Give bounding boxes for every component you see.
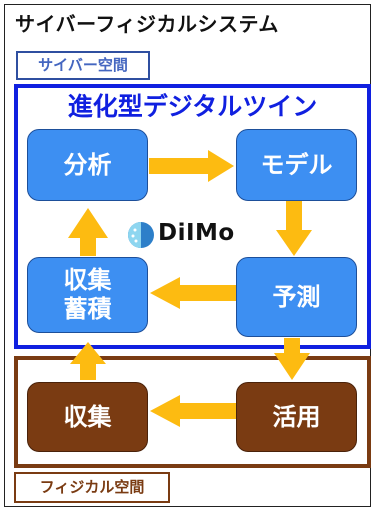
collect-label: 収集 bbox=[63, 402, 112, 431]
utilize-label: 活用 bbox=[272, 402, 321, 431]
arrow-utilize-to-collect bbox=[150, 395, 236, 427]
arrow-analysis-to-model bbox=[149, 150, 234, 182]
digital-twin-frame bbox=[14, 84, 371, 349]
arrow-model-to-predict bbox=[276, 200, 312, 256]
predict-box: 予測 bbox=[236, 257, 357, 337]
collect-accumulate-label: 収集 蓄積 bbox=[63, 266, 112, 323]
physical-space-frame bbox=[14, 356, 371, 468]
model-label: モデル bbox=[260, 150, 333, 179]
arrow-collect-to-accumulate bbox=[70, 342, 106, 380]
dimo-logo-text: DiIMo bbox=[158, 220, 235, 246]
analysis-box: 分析 bbox=[27, 129, 148, 201]
page-title: サイバーフィジカルシステム bbox=[15, 12, 279, 36]
digital-twin-title: 進化型デジタルツイン bbox=[67, 92, 318, 121]
utilize-box: 活用 bbox=[236, 382, 357, 452]
dimo-logo: DiIMo bbox=[126, 218, 266, 252]
model-box: モデル bbox=[236, 129, 357, 201]
arrow-predict-to-accumulate bbox=[150, 277, 236, 309]
collect-accumulate-box: 収集 蓄積 bbox=[27, 257, 148, 333]
cyber-space-label: サイバー空間 bbox=[16, 51, 150, 80]
collect-box: 収集 bbox=[27, 382, 148, 452]
arrow-accumulate-to-analysis bbox=[68, 208, 108, 256]
dimo-logo-icon bbox=[128, 222, 154, 248]
predict-label: 予測 bbox=[272, 282, 321, 311]
physical-space-label: フィジカル空間 bbox=[14, 472, 170, 503]
analysis-label: 分析 bbox=[63, 150, 112, 179]
arrow-predict-to-utilize bbox=[274, 338, 310, 380]
